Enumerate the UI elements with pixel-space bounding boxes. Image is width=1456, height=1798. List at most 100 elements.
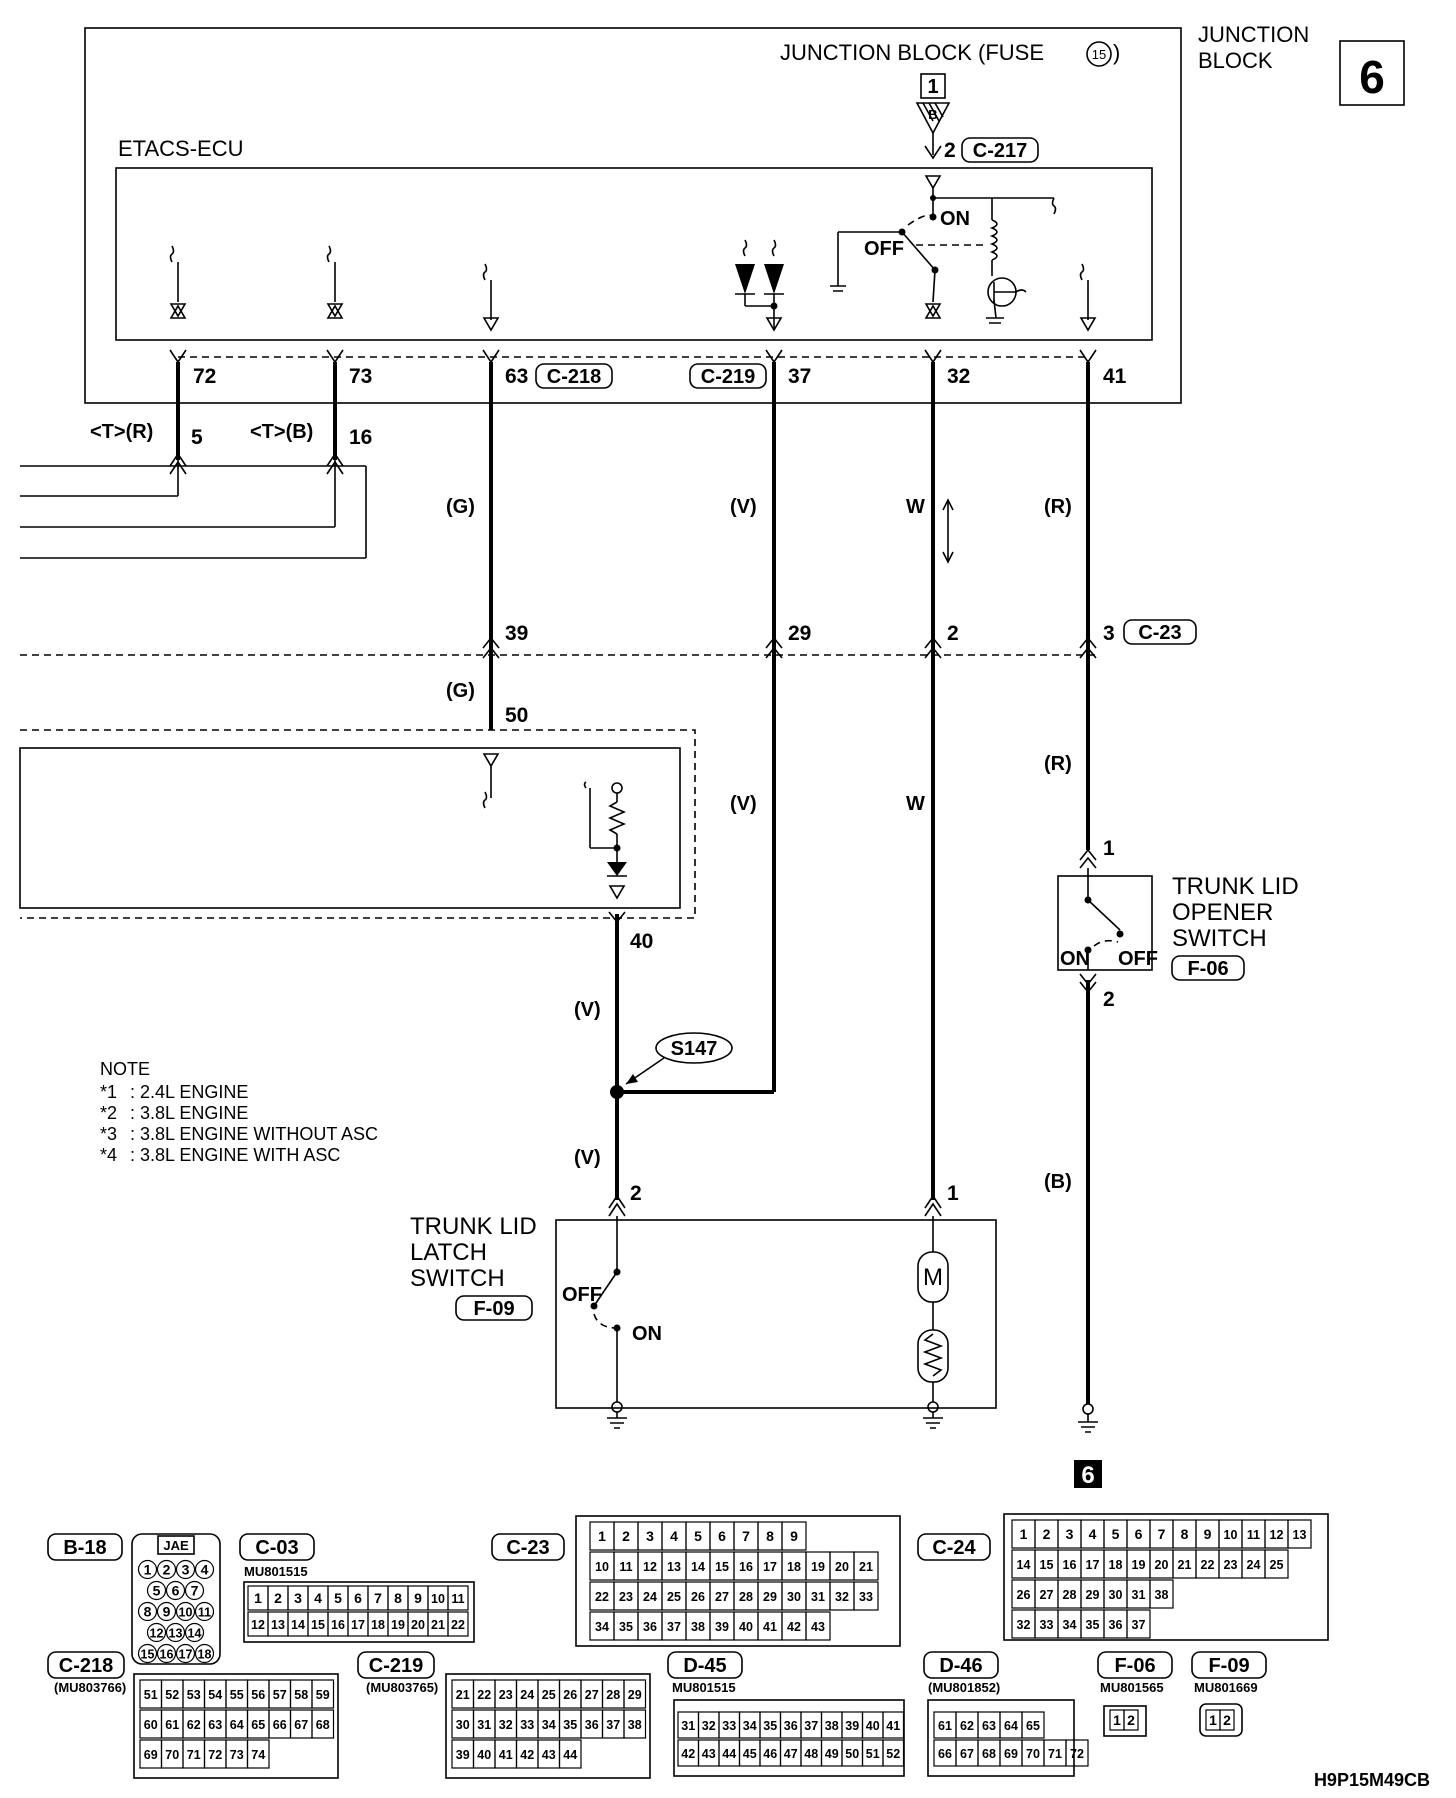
connector-pin: 65 (251, 1718, 265, 1732)
connector-pin: 3 (294, 1590, 302, 1606)
connector-pin: 67 (960, 1747, 974, 1761)
connector-pin: 70 (1026, 1747, 1040, 1761)
connector-pin: 71 (1048, 1747, 1062, 1761)
connector-c218-label: C-218 (547, 366, 601, 388)
connector-pin: 13 (271, 1618, 285, 1632)
connector-pin: 6 (718, 1528, 726, 1544)
connector-pin: 3 (646, 1528, 654, 1544)
connector-pin: 41 (763, 1620, 777, 1634)
connector-pin: 2 (1223, 1712, 1231, 1728)
connector-pin: 30 (787, 1590, 801, 1604)
connector-pin: 16 (739, 1560, 753, 1574)
connector-pin: 2 (163, 1562, 171, 1578)
opener-label-line1: TRUNK LID (1172, 873, 1299, 900)
connector-pin: 47 (784, 1747, 798, 1761)
c23-pin-39: 39 (505, 622, 528, 645)
svg-text:MU801669: MU801669 (1194, 1680, 1258, 1695)
connector-pin: 22 (477, 1688, 491, 1702)
connector-pin: 11 (198, 1606, 211, 1620)
connector-pin: 9 (790, 1528, 798, 1544)
connector-pin: 33 (520, 1718, 534, 1732)
connector-pin: 45 (743, 1747, 757, 1761)
connector-pin: 5 (153, 1583, 161, 1599)
connector-pin: 60 (144, 1718, 158, 1732)
connector-pin: 62 (187, 1718, 201, 1732)
note-3-text: : 3.8L ENGINE WITHOUT ASC (130, 1124, 378, 1144)
connector-pin: 39 (845, 1719, 859, 1733)
connector-pin: 37 (804, 1719, 818, 1733)
connector-pin: 28 (606, 1688, 620, 1702)
pin-32: 32 (947, 365, 970, 388)
connector-pin: 2 (622, 1528, 630, 1544)
latch-pin-1: 1 (947, 1182, 959, 1205)
connector-pin: 51 (144, 1688, 158, 1702)
connector-pin: 21 (1178, 1558, 1192, 1572)
connector-pin: 29 (763, 1590, 777, 1604)
fuse-number-badge: 15 (1086, 41, 1112, 67)
opener-switch-off: OFF (1118, 948, 1158, 970)
connector-pin: 68 (982, 1747, 996, 1761)
page-number-box (1339, 40, 1405, 106)
connector-pin: 27 (1040, 1588, 1054, 1602)
connector-pin: 68 (316, 1718, 330, 1732)
ground-ref-number: 6 (1081, 1462, 1094, 1489)
source-triangle (915, 102, 951, 135)
connector-pin: 7 (191, 1583, 199, 1599)
connector-pin: 64 (1004, 1719, 1018, 1733)
note-4-mark: *4 (100, 1145, 117, 1165)
wire-color-g-upper: (G) (446, 496, 475, 518)
connector-pin: 35 (563, 1718, 577, 1732)
connector-pin: 37 (606, 1718, 620, 1732)
note-2-text: : 3.8L ENGINE (130, 1103, 248, 1123)
connector-pin: 13 (667, 1560, 681, 1574)
connector-pin: 62 (960, 1719, 974, 1733)
connector-pin: 13 (1293, 1528, 1307, 1542)
connector-pin: 18 (198, 1648, 212, 1662)
connector-pin: 32 (499, 1718, 513, 1732)
connector-pin: 24 (520, 1688, 534, 1702)
connector-pin: 63 (982, 1719, 996, 1733)
svg-text:D-45: D-45 (683, 1655, 726, 1677)
connector-pin: 15 (1040, 1558, 1054, 1572)
connector-pin: 37 (1132, 1618, 1146, 1632)
svg-text:(MU803766): (MU803766) (54, 1680, 126, 1695)
connector-pin: 55 (230, 1688, 244, 1702)
note-4-text: : 3.8L ENGINE WITH ASC (130, 1145, 340, 1165)
wire-color-w-upper: W (906, 496, 925, 518)
opener-pin-2: 2 (1103, 988, 1115, 1011)
connector-pin: 20 (835, 1560, 849, 1574)
connector-pin: 28 (1063, 1588, 1077, 1602)
svg-text:C-03: C-03 (255, 1537, 298, 1559)
connector-pin: 28 (739, 1590, 753, 1604)
connector-pin: 66 (938, 1747, 952, 1761)
connector-pin: 14 (691, 1560, 705, 1574)
connector-pin: 23 (1224, 1558, 1238, 1572)
connector-pin: 51 (866, 1747, 880, 1761)
connector-pin: 59 (316, 1688, 330, 1702)
ecu-internal-terminals (169, 239, 1097, 332)
svg-text:MU801515: MU801515 (244, 1564, 308, 1579)
connector-pin: 23 (499, 1688, 513, 1702)
connector-pin: 16 (160, 1648, 174, 1662)
note-2-mark: *2 (100, 1103, 117, 1123)
svg-text:15: 15 (1092, 47, 1106, 62)
connector-pin: 31 (681, 1719, 695, 1733)
connector-pin: 31 (477, 1718, 491, 1732)
connector-pin: 13 (169, 1627, 183, 1641)
note-3-mark: *3 (100, 1124, 117, 1144)
connector-pin: 40 (739, 1620, 753, 1634)
connector-pin: 5 (334, 1590, 342, 1606)
junction-block-title-close: ) (1113, 40, 1120, 65)
svg-text:C-219: C-219 (369, 1655, 423, 1677)
connector-pin: 11 (451, 1592, 464, 1606)
connector-pin: 25 (1270, 1558, 1284, 1572)
svg-text:JAE: JAE (163, 1538, 189, 1553)
connector-pin: 1 (144, 1562, 152, 1578)
connector-pin: 40 (477, 1748, 491, 1762)
lower-module (19, 729, 696, 924)
connector-pin: 36 (643, 1620, 657, 1634)
wire-color-w-lower: W (906, 793, 925, 815)
